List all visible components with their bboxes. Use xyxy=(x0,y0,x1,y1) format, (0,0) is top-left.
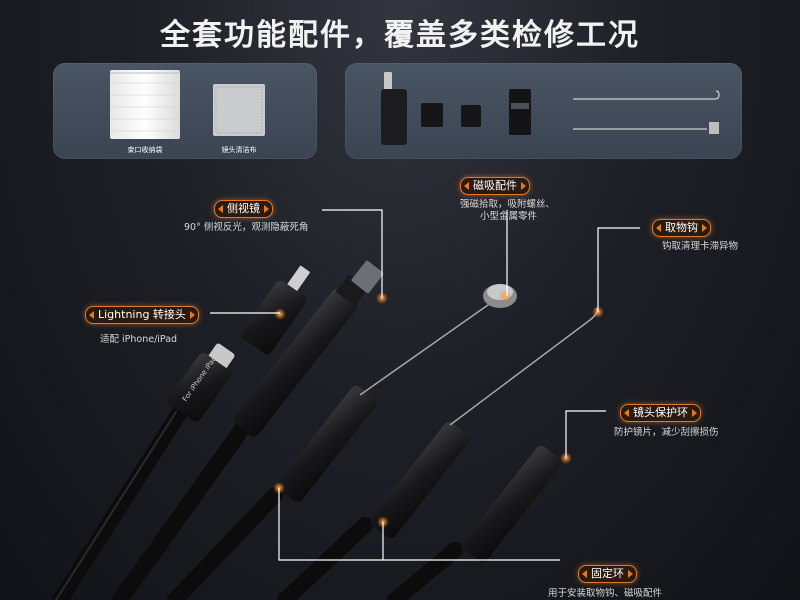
callout-magnet-desc-2: 小型金属零件 xyxy=(480,211,538,222)
probe-side-mirror xyxy=(233,260,384,437)
drawstring-bag-image xyxy=(110,70,180,139)
callout-magnet-title: 磁吸配件 xyxy=(460,177,530,195)
probe-lens-ring xyxy=(462,445,562,562)
callout-lightning-title: Lightning 转接头 xyxy=(85,306,199,324)
lightning-adapter xyxy=(241,265,310,355)
lightning-adapter-image xyxy=(381,72,407,145)
cloth-label: 镜头清洁布 xyxy=(221,146,257,154)
callout-side-mirror-desc: 90° 侧视反光，观测隐蔽死角 xyxy=(184,222,309,233)
bag-label: 束口收纳袋 xyxy=(127,146,163,154)
fixing-ring-image xyxy=(421,103,481,127)
callout-lens-ring-desc: 防护镜片，减少刮擦损伤 xyxy=(614,427,719,438)
callout-hook-desc: 钩取清理卡滞异物 xyxy=(662,241,739,252)
callout-lightning-desc: 适配 iPhone/iPad xyxy=(100,334,178,345)
callout-lens-ring-title: 镜头保护环 xyxy=(620,404,701,422)
callout-hook-title: 取物钩 xyxy=(652,219,711,237)
usb-c-plug xyxy=(168,343,235,422)
panel-right-art xyxy=(381,72,720,145)
hook-image xyxy=(573,90,720,134)
accessory-panel-left: 束口收纳袋 镜头清洁布 xyxy=(53,63,317,159)
page-title: 全套功能配件，覆盖多类检修工况 xyxy=(160,18,640,53)
accessory-panel-right xyxy=(345,63,742,159)
cleaning-cloth-image xyxy=(213,84,265,136)
probe-hook xyxy=(370,421,470,539)
probe-magnet xyxy=(277,385,377,502)
callout-magnet-desc-1: 强磁拾取，吸附螺丝、 xyxy=(460,199,556,210)
callout-side-mirror-title: 侧视镜 xyxy=(214,200,273,218)
callout-fixing-ring-desc: 用于安装取物钩、磁吸配件 xyxy=(548,588,663,599)
callout-fixing-ring-title: 固定环 xyxy=(578,565,637,583)
panel-left-art xyxy=(110,70,265,139)
cables xyxy=(52,404,463,600)
leader-lines xyxy=(210,209,640,561)
side-mirror-image xyxy=(509,89,531,135)
